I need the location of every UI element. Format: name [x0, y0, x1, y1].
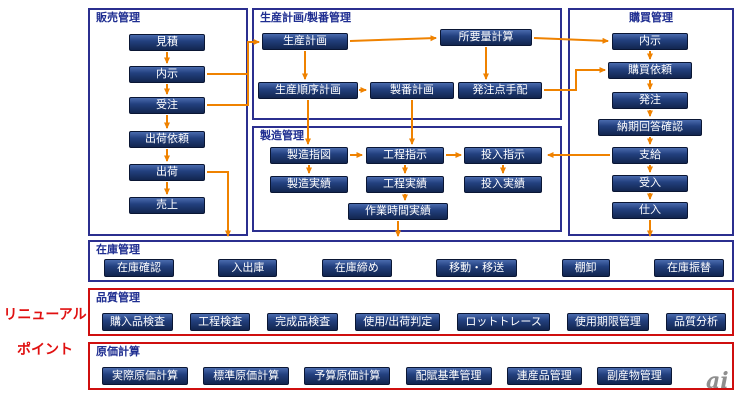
node-move-transfer: 移動・移送 [436, 259, 518, 277]
node-work-time-results: 作業時間実績 [348, 203, 448, 220]
node-mfg-order: 製造指図 [270, 147, 348, 164]
node-sales-revenue: 売上 [129, 197, 205, 214]
sales-group-title: 販売管理 [96, 12, 140, 24]
quality-row: 購入品検査 工程検査 完成品検査 使用/出荷判定 ロットトレース 使用期限管理 … [102, 313, 726, 331]
node-stock-closing: 在庫締め [321, 259, 392, 277]
node-process-inspection: 工程検査 [190, 313, 251, 331]
inventory-group-title: 在庫管理 [96, 244, 140, 256]
node-production-sequence-plan: 生産順序計画 [258, 82, 358, 99]
node-shipping-request: 出荷依頼 [129, 131, 205, 148]
node-actual-costing: 実際原価計算 [102, 367, 188, 385]
node-production-plan: 生産計画 [262, 33, 348, 50]
node-use-ship-judgment: 使用/出荷判定 [355, 313, 441, 331]
node-requirements-calc: 所要量計算 [440, 29, 532, 46]
node-purchase-forecast: 内示 [612, 33, 688, 50]
node-quality-analysis: 品質分析 [665, 313, 726, 331]
node-purchase-order: 発注 [612, 92, 688, 109]
production-planning-group-title: 生産計画/製番管理 [260, 12, 352, 24]
node-purchase: 仕入 [612, 202, 688, 219]
node-supply: 支給 [612, 147, 688, 164]
costing-group: 原価計算 実際原価計算 標準原価計算 予算原価計算 配賦基準管理 連産品管理 副… [88, 342, 734, 390]
node-by-product-management: 副産物管理 [596, 367, 672, 385]
node-budget-costing: 予算原価計算 [304, 367, 391, 385]
production-planning-group: 生産計画/製番管理 [252, 8, 562, 120]
node-stock-check: 在庫確認 [104, 259, 174, 277]
node-joint-product-management: 連産品管理 [506, 367, 582, 385]
node-process-instruction: 工程指示 [366, 147, 444, 164]
quality-group-title: 品質管理 [96, 292, 140, 304]
node-purchased-inspection: 購入品検査 [102, 313, 173, 331]
quality-group: 品質管理 購入品検査 工程検査 完成品検査 使用/出荷判定 ロットトレース 使用… [88, 288, 734, 336]
inventory-row: 在庫確認 入出庫 在庫締め 移動・移送 棚卸 在庫振替 [104, 259, 724, 277]
node-quote: 見積 [129, 34, 205, 51]
node-order-received: 受注 [129, 97, 205, 114]
node-expiry-management: 使用期限管理 [566, 313, 649, 331]
purchasing-group-title: 購買管理 [629, 12, 673, 24]
manufacturing-group-title: 製造管理 [260, 130, 304, 142]
site-logo: ai [706, 368, 729, 394]
renewal-point-label-line1: リニューアル [3, 306, 87, 322]
node-input-results: 投入実績 [464, 176, 542, 193]
costing-row: 実際原価計算 標準原価計算 予算原価計算 配賦基準管理 連産品管理 副産物管理 [102, 367, 672, 385]
node-stock-transfer: 在庫振替 [653, 259, 724, 277]
node-process-results: 工程実績 [366, 176, 444, 193]
node-receiving: 受入 [612, 175, 688, 192]
node-order-point-arrangement: 発注点手配 [458, 82, 542, 99]
node-stock-in-out: 入出庫 [218, 259, 278, 277]
node-delivery-reply-check: 納期回答確認 [598, 119, 702, 136]
inventory-group: 在庫管理 在庫確認 入出庫 在庫締め 移動・移送 棚卸 在庫振替 [88, 240, 734, 282]
node-stocktaking: 棚卸 [561, 259, 610, 277]
node-mfg-results: 製造実績 [270, 176, 348, 193]
node-shipment: 出荷 [129, 164, 205, 181]
node-purchase-request: 購買依頼 [608, 62, 692, 79]
node-input-instruction: 投入指示 [464, 147, 542, 164]
renewal-point-label-line2: ポイント [17, 341, 73, 357]
node-seiban-plan: 製番計画 [370, 82, 454, 99]
node-sales-forecast: 内示 [129, 66, 205, 83]
node-standard-costing: 標準原価計算 [203, 367, 290, 385]
costing-group-title: 原価計算 [96, 346, 140, 358]
node-finished-inspection: 完成品検査 [267, 313, 339, 331]
node-allocation-basis-management: 配賦基準管理 [405, 367, 492, 385]
node-lot-trace: ロットトレース [457, 313, 550, 331]
